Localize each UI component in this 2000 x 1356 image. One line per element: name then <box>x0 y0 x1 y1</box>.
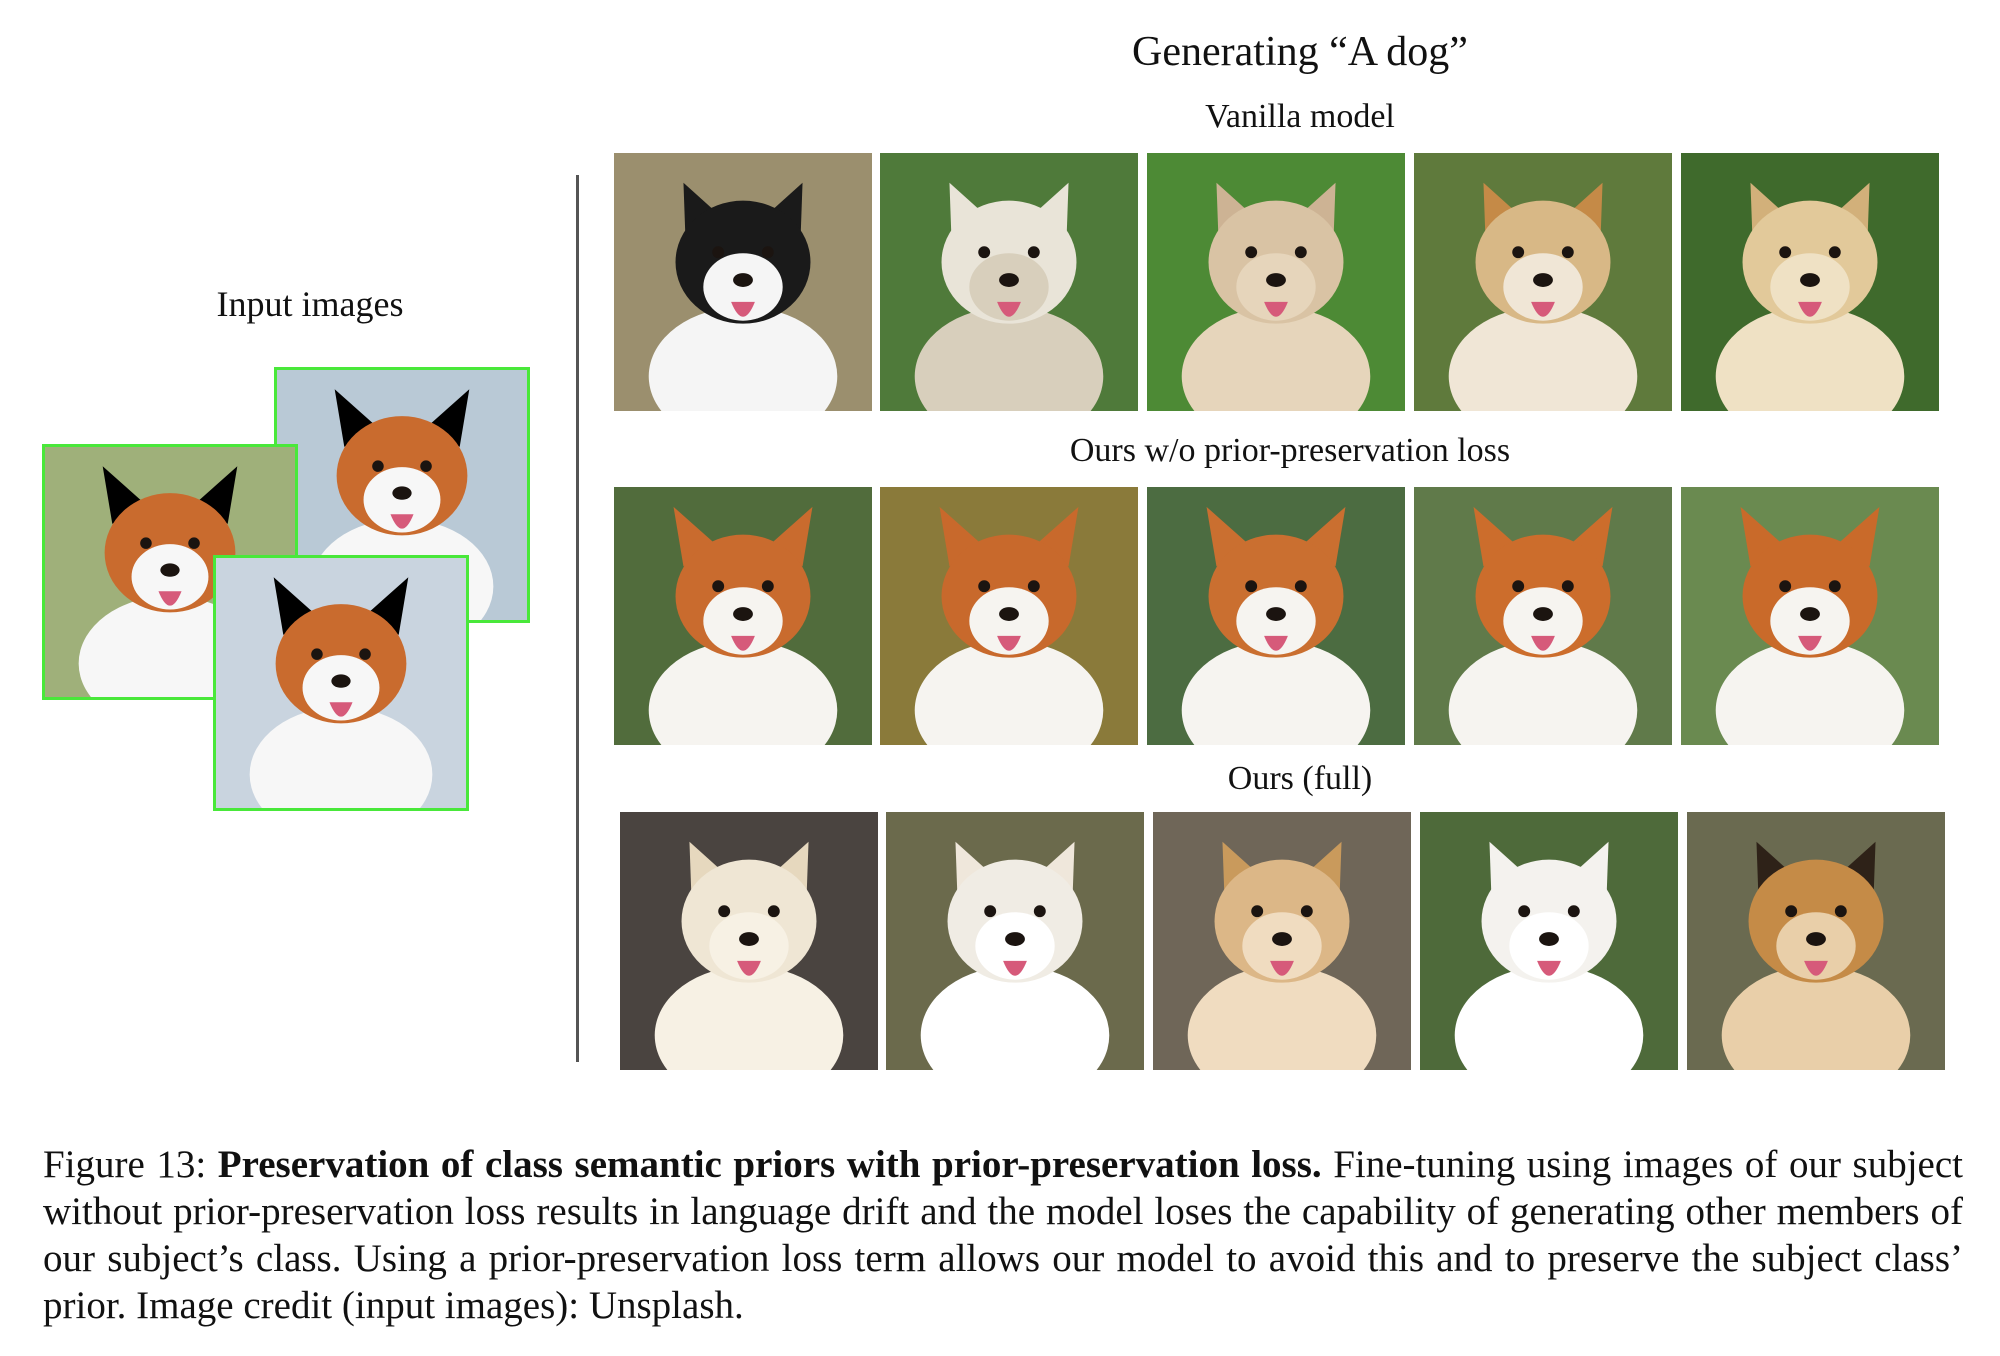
row-label-vanilla: Vanilla model <box>1205 98 1395 135</box>
vanilla-dog-image-2 <box>880 153 1138 411</box>
input-images-label: Input images <box>216 284 404 324</box>
no-prior-corgi-image-1 <box>614 487 872 745</box>
row-label-no-prior: Ours w/o prior-preservation loss <box>1069 432 1511 469</box>
figure-title: Generating “A dog” <box>1132 29 1468 75</box>
no-prior-corgi-image-3 <box>1147 487 1405 745</box>
no-prior-corgi-image-4 <box>1414 487 1672 745</box>
corgi-input-image-3 <box>213 555 469 811</box>
full-dog-image-3 <box>1153 812 1411 1070</box>
caption-bold: Preservation of class semantic priors wi… <box>217 1143 1322 1186</box>
no-prior-corgi-image-5 <box>1681 487 1939 745</box>
full-dog-image-1 <box>620 812 878 1070</box>
caption-body: Fine-tuning using images of our subject … <box>43 1143 1963 1327</box>
vanilla-dog-image-4 <box>1414 153 1672 411</box>
row-label-full: Ours (full) <box>1227 760 1373 797</box>
figure-caption: Figure 13: Preservation of class semanti… <box>43 1141 1963 1329</box>
full-dog-image-5 <box>1687 812 1945 1070</box>
vanilla-dog-image-3 <box>1147 153 1405 411</box>
no-prior-corgi-image-2 <box>880 487 1138 745</box>
vanilla-dog-image-5 <box>1681 153 1939 411</box>
full-dog-image-2 <box>886 812 1144 1070</box>
full-dog-image-4 <box>1420 812 1678 1070</box>
divider-line <box>576 175 579 1062</box>
caption-prefix: Figure 13: <box>43 1143 218 1186</box>
vanilla-dog-image-1 <box>614 153 872 411</box>
